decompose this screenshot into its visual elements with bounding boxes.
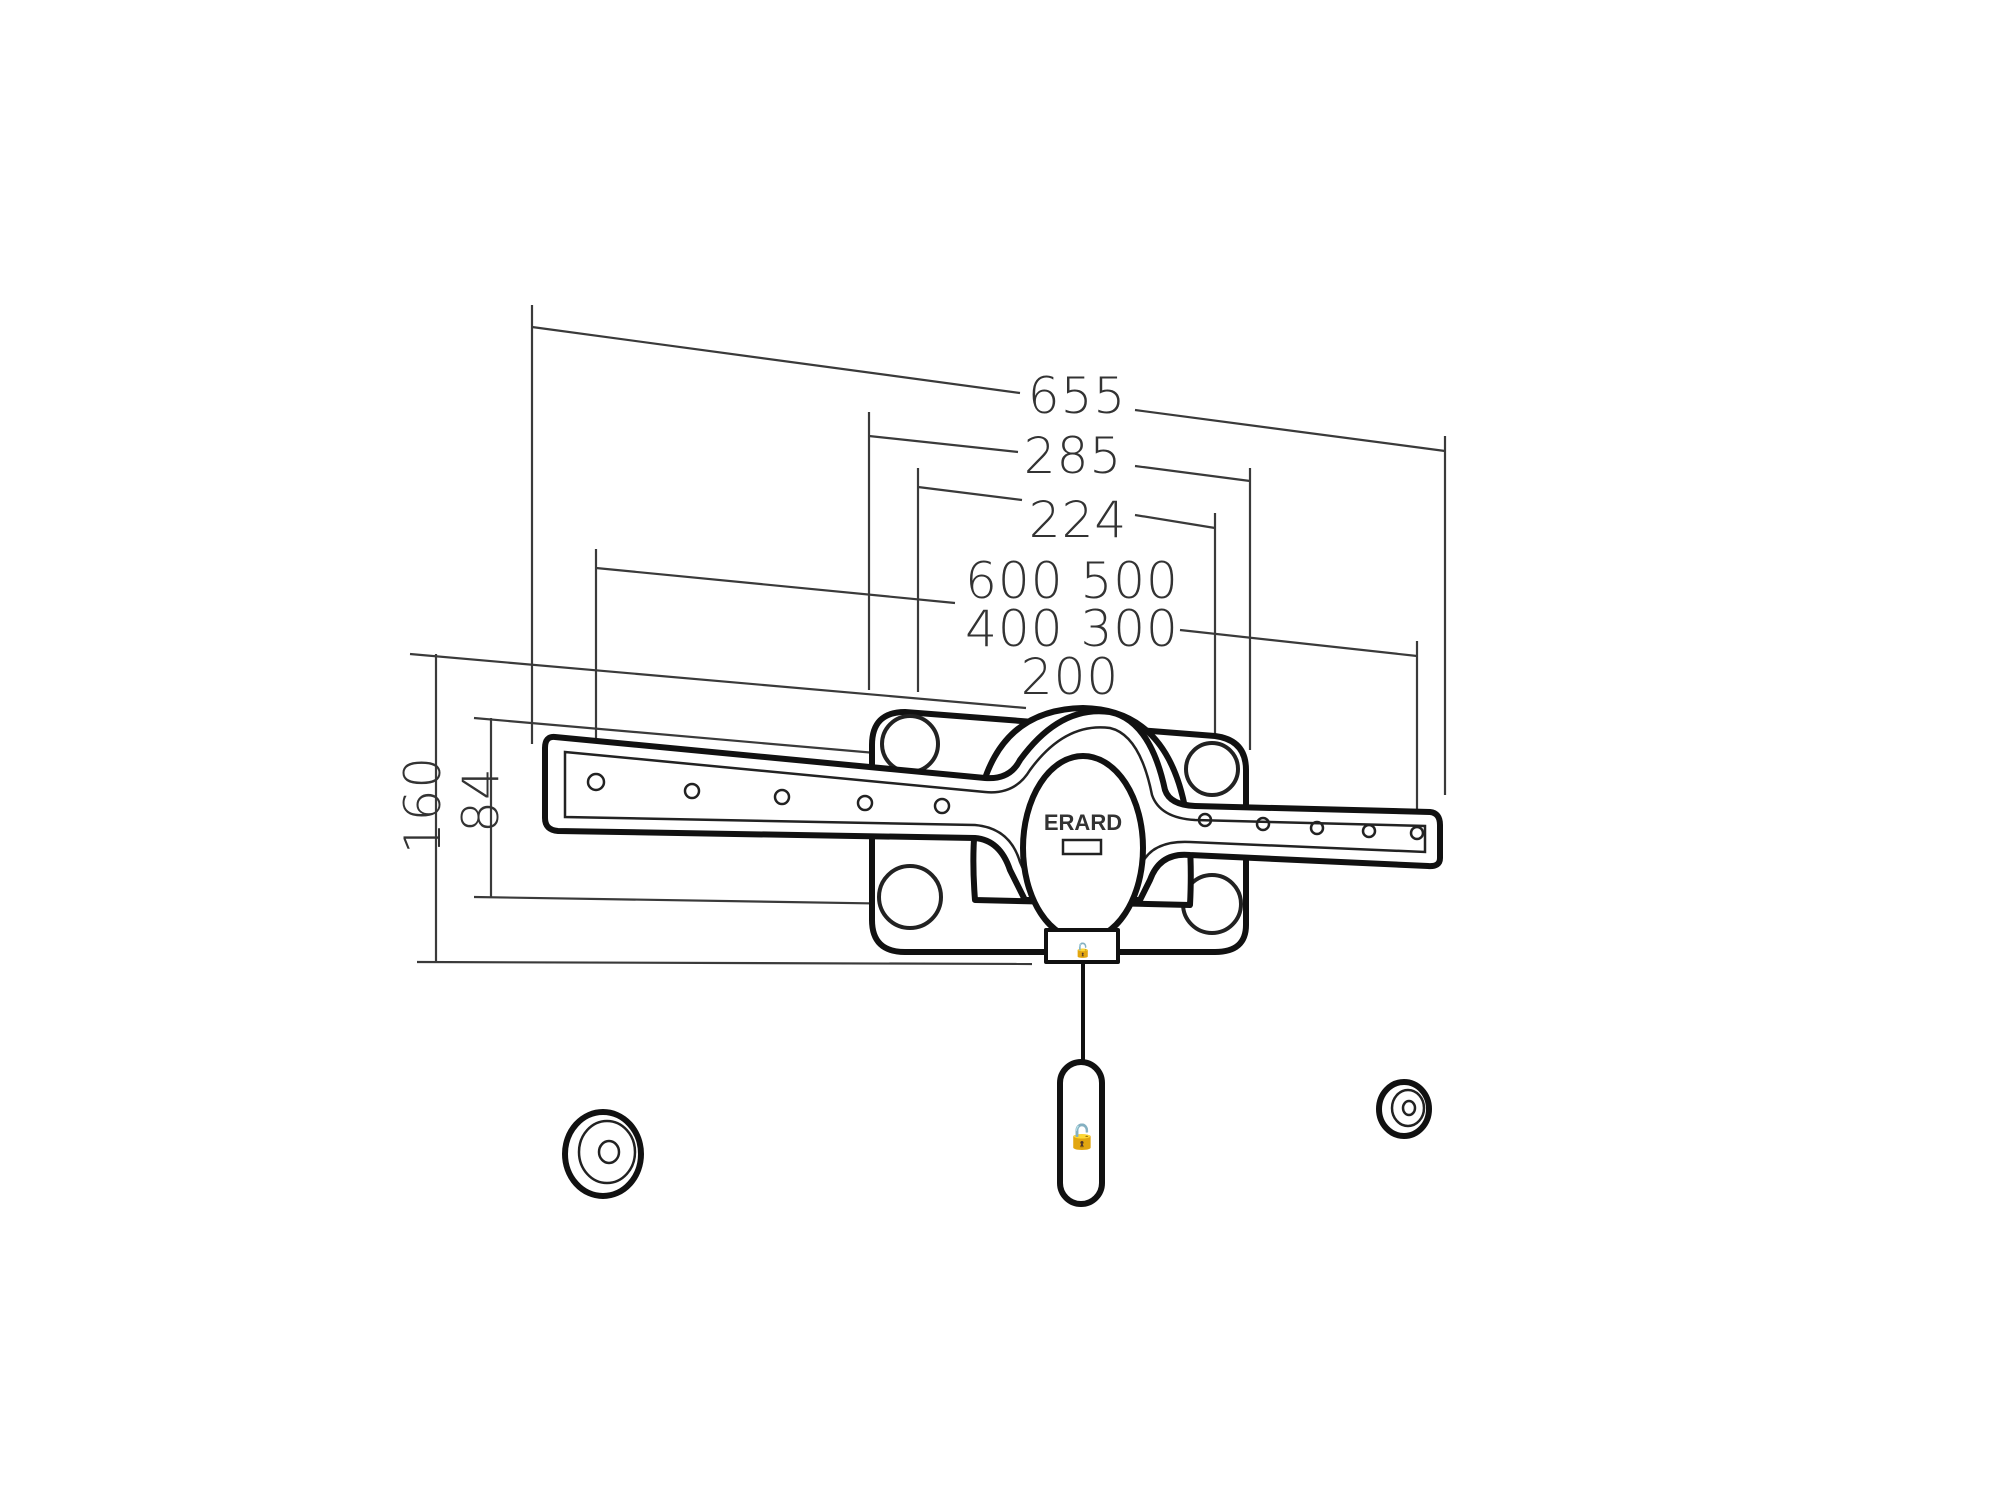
unlock-icon: 🔓 <box>1067 1123 1097 1151</box>
erard-logo: ERARD <box>1044 810 1122 835</box>
center-cover: ERARD <box>1020 753 1146 943</box>
dim-84-label: 84 <box>452 767 510 833</box>
spacer-left <box>562 1109 644 1199</box>
dimension-lines <box>409 305 1447 966</box>
vesa-label-3: 200 <box>1021 648 1119 706</box>
release-cord: 🔓 <box>1044 928 1120 1064</box>
dim-285-label: 285 <box>1024 427 1122 485</box>
dim-160-label: 160 <box>394 756 452 854</box>
rail-holes <box>586 772 1425 841</box>
spacer-right <box>1376 1079 1432 1139</box>
dim-655-label: 655 <box>1028 367 1126 425</box>
mounting-rail <box>542 708 1443 903</box>
vesa-label-2: 400 300 <box>965 600 1179 658</box>
pull-handle[interactable] <box>1057 1059 1105 1207</box>
vesa-label-1: 600 500 <box>965 552 1179 610</box>
dim-224-label: 224 <box>1029 491 1127 549</box>
lock-icon: 🔓 <box>1074 942 1091 959</box>
